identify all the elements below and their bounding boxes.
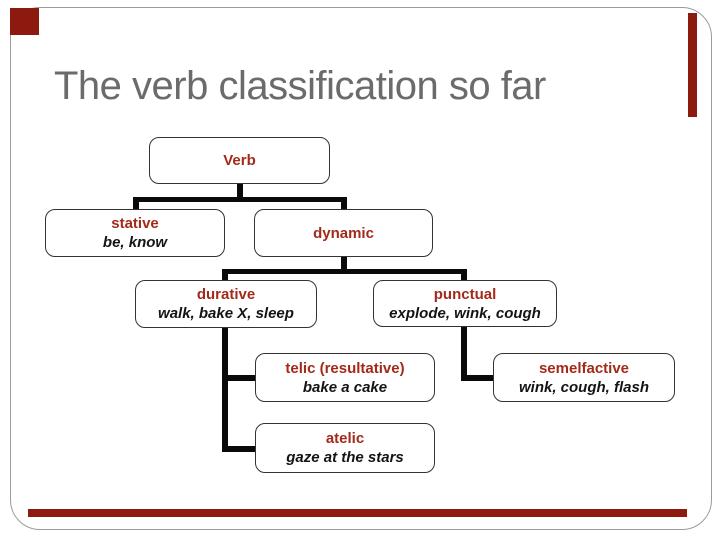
connector-durative-down (222, 327, 228, 452)
connector-to-dynamic (341, 197, 347, 210)
node-stative: stative be, know (45, 209, 225, 257)
connector-punctual-down (461, 326, 467, 381)
connector-to-stative (133, 197, 139, 210)
slide-frame (10, 7, 712, 530)
connector-to-semelfactive (461, 375, 493, 381)
connector-to-punctual (461, 269, 467, 281)
node-dynamic-label: dynamic (313, 224, 374, 242)
connector-verb-down (237, 183, 243, 198)
node-telic-examples: bake a cake (302, 378, 388, 396)
node-atelic-label: atelic (325, 430, 365, 447)
node-atelic-examples: gaze at the stars (286, 449, 404, 466)
node-stative-examples: be, know (102, 234, 168, 251)
node-semelfactive-examples: wink, cough, flash (518, 378, 649, 396)
connector-level1-horizontal (133, 197, 347, 202)
node-telic-label: telic (resultative) (285, 359, 405, 377)
node-punctual: punctual explode, wink, cough (373, 280, 557, 327)
node-durative: durative walk, bake X, sleep (135, 280, 317, 328)
accent-bar-top-left (10, 8, 39, 35)
connector-to-atelic (222, 446, 255, 452)
connector-to-durative (222, 269, 228, 281)
node-dynamic: dynamic (254, 209, 433, 257)
node-semelfactive-label: semelfactive (538, 359, 630, 377)
node-atelic: atelic gaze at the stars (255, 423, 435, 473)
connector-dynamic-down (341, 256, 347, 270)
node-durative-examples: walk, bake X, sleep (158, 305, 294, 322)
connector-level2-horizontal (222, 269, 467, 274)
node-verb: Verb (149, 137, 330, 184)
node-stative-label: stative (111, 215, 159, 232)
node-punctual-examples: explode, wink, cough (389, 304, 541, 322)
accent-bar-bottom (28, 509, 687, 517)
node-telic: telic (resultative) bake a cake (255, 353, 435, 402)
connector-to-telic (222, 375, 255, 381)
node-verb-label: Verb (223, 152, 256, 169)
node-semelfactive: semelfactive wink, cough, flash (493, 353, 675, 402)
node-punctual-label: punctual (433, 285, 497, 303)
accent-bar-right (688, 13, 697, 117)
node-durative-label: durative (196, 286, 256, 303)
slide-title: The verb classification so far (54, 64, 546, 108)
